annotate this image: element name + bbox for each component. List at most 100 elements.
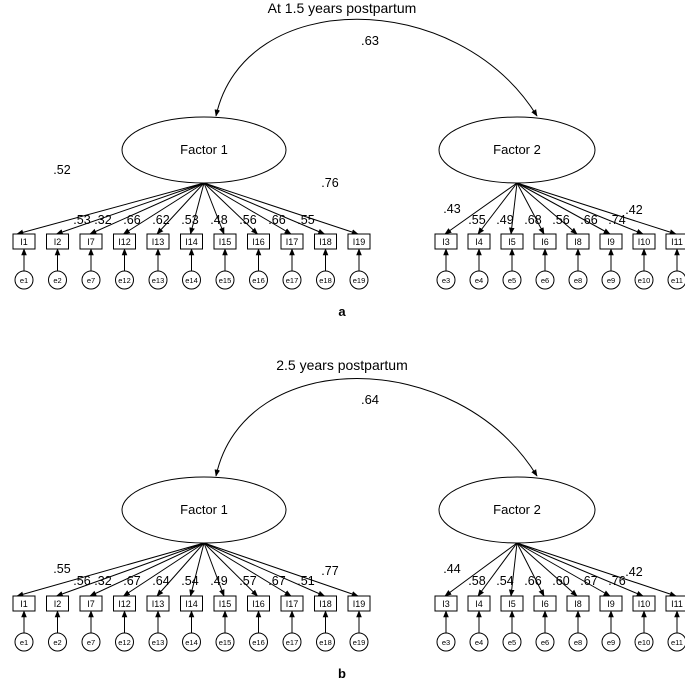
error-label: e3 [442, 638, 450, 647]
item-label: I4 [475, 237, 483, 247]
factor-label: Factor 1 [180, 142, 228, 157]
error-circle [667, 270, 685, 290]
item-label: I4 [475, 599, 483, 609]
loading-arrow [16, 542, 205, 597]
factor-1: Factor 1I1e1.55I2e2.56I7e7.32I12e12.67I1… [12, 476, 371, 652]
loading-arrow [203, 182, 326, 235]
error-label: e9 [607, 638, 615, 647]
loading-arrow [203, 542, 359, 597]
item-label: I19 [353, 237, 366, 247]
item-label: I8 [574, 599, 582, 609]
error-circle [502, 270, 522, 290]
error-label: e13 [152, 638, 165, 647]
error-label: e19 [353, 638, 366, 647]
error-label: e8 [574, 638, 582, 647]
loading-arrow [203, 182, 225, 235]
error-circle [634, 270, 654, 290]
error-circle [282, 270, 302, 290]
error-circle [535, 632, 555, 652]
error-label: e13 [152, 276, 165, 285]
item-label: I11 [671, 599, 683, 609]
loading-value: .49 [210, 574, 227, 588]
item-label: I6 [541, 237, 549, 247]
loading-value: .54 [496, 574, 513, 588]
error-circle [469, 632, 489, 652]
loading-arrow [516, 542, 677, 597]
error-circle [115, 270, 134, 290]
loading-arrow [477, 542, 518, 597]
loading-arrow [516, 182, 644, 235]
error-circle [249, 632, 268, 652]
loading-arrow [516, 542, 578, 597]
loading-arrow [156, 542, 205, 597]
loading-arrow [516, 542, 545, 597]
error-circle [601, 270, 621, 290]
error-label: e6 [541, 276, 549, 285]
error-circle [316, 632, 335, 652]
item-label: I14 [185, 599, 198, 609]
loading-value: .44 [443, 562, 460, 576]
error-circle [115, 632, 134, 652]
loading-arrow [203, 542, 326, 597]
item-label: I13 [152, 599, 165, 609]
loading-value: .42 [625, 203, 642, 217]
loading-arrow [156, 182, 205, 235]
error-circle [667, 632, 685, 652]
panel-letter: a [338, 304, 346, 319]
error-circle [14, 270, 34, 290]
loading-value: .60 [552, 574, 569, 588]
item-label: I5 [508, 599, 516, 609]
error-circle [182, 270, 201, 290]
item-label: I12 [118, 599, 131, 609]
error-circle [349, 632, 369, 652]
error-label: e6 [541, 638, 549, 647]
error-label: e4 [475, 638, 483, 647]
loading-value: .66 [268, 213, 285, 227]
loading-value: .43 [443, 202, 460, 216]
error-circle [148, 270, 168, 290]
panel-title: At 1.5 years postpartum [268, 0, 417, 16]
loading-value: .55 [53, 562, 70, 576]
item-label: I7 [87, 237, 95, 247]
item-label: I19 [353, 599, 366, 609]
loading-arrow [508, 542, 518, 597]
error-circle [436, 270, 456, 290]
error-circle [568, 632, 588, 652]
item-label: I17 [286, 599, 299, 609]
error-label: e16 [252, 276, 265, 285]
error-label: e11 [671, 638, 683, 647]
loading-arrow [89, 542, 205, 597]
error-label: e19 [353, 276, 366, 285]
correlation-arrow [214, 378, 538, 477]
item-label: I14 [185, 237, 198, 247]
loading-value: .49 [496, 213, 513, 227]
error-label: e9 [607, 276, 615, 285]
factor-correlation: .63 [361, 33, 379, 48]
error-circle [81, 632, 101, 652]
error-label: e3 [442, 276, 450, 285]
error-label: e12 [118, 638, 131, 647]
loading-arrow [203, 542, 225, 597]
error-label: e5 [508, 638, 516, 647]
error-circle [81, 270, 101, 290]
item-label: I10 [638, 599, 651, 609]
loading-arrow [516, 182, 578, 235]
loading-value: .55 [297, 213, 314, 227]
loading-value: .56 [552, 213, 569, 227]
loading-arrow [508, 182, 518, 235]
error-label: e14 [185, 638, 198, 647]
factor-label: Factor 2 [493, 142, 541, 157]
item-label: I10 [638, 237, 651, 247]
error-label: e17 [286, 638, 299, 647]
loading-value: .48 [210, 213, 227, 227]
item-label: I16 [252, 237, 265, 247]
error-circle [634, 632, 654, 652]
error-circle [469, 270, 489, 290]
item-label: I7 [87, 599, 95, 609]
item-label: I11 [671, 237, 683, 247]
error-label: e12 [118, 276, 131, 285]
error-label: e18 [319, 638, 332, 647]
